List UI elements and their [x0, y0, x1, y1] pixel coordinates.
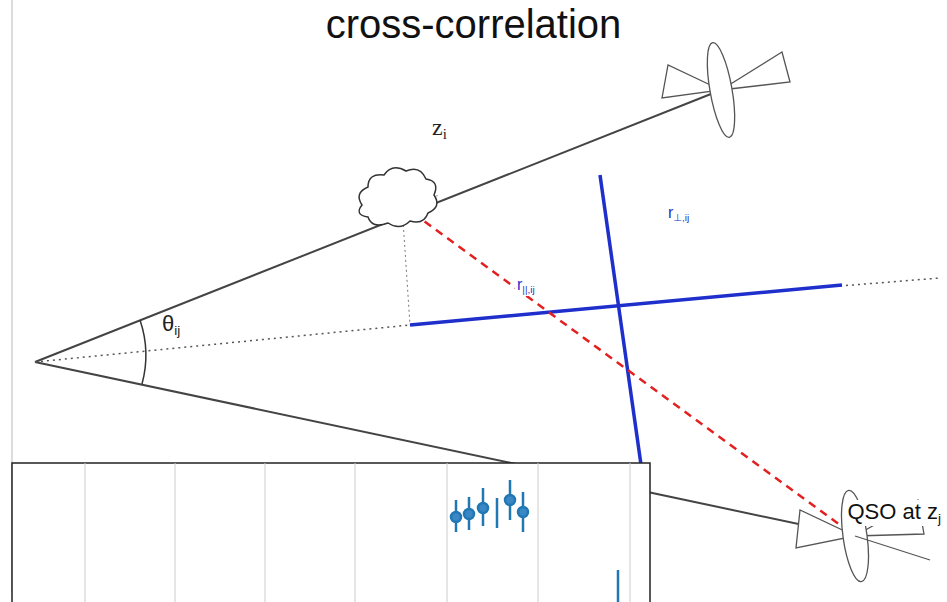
- r-perp-label: r⊥,ij: [668, 204, 689, 224]
- r-parallel-label: r||,ij: [515, 276, 537, 296]
- r-perp-line: [600, 175, 646, 500]
- angle-arc: [140, 320, 146, 384]
- chart-fragment: [12, 463, 650, 602]
- mid-axis: [840, 278, 940, 286]
- angle-label: θij: [162, 312, 180, 338]
- absorber-cloud: [359, 168, 437, 227]
- mid-axis: [35, 325, 410, 362]
- slide-title: cross-correlation: [0, 2, 947, 46]
- r-parallel-line: [410, 285, 842, 325]
- sight-line: [35, 90, 721, 362]
- quasar-icon: [662, 41, 790, 139]
- redshift-label: zi: [432, 114, 447, 143]
- qso-label: QSO at zj: [845, 500, 943, 526]
